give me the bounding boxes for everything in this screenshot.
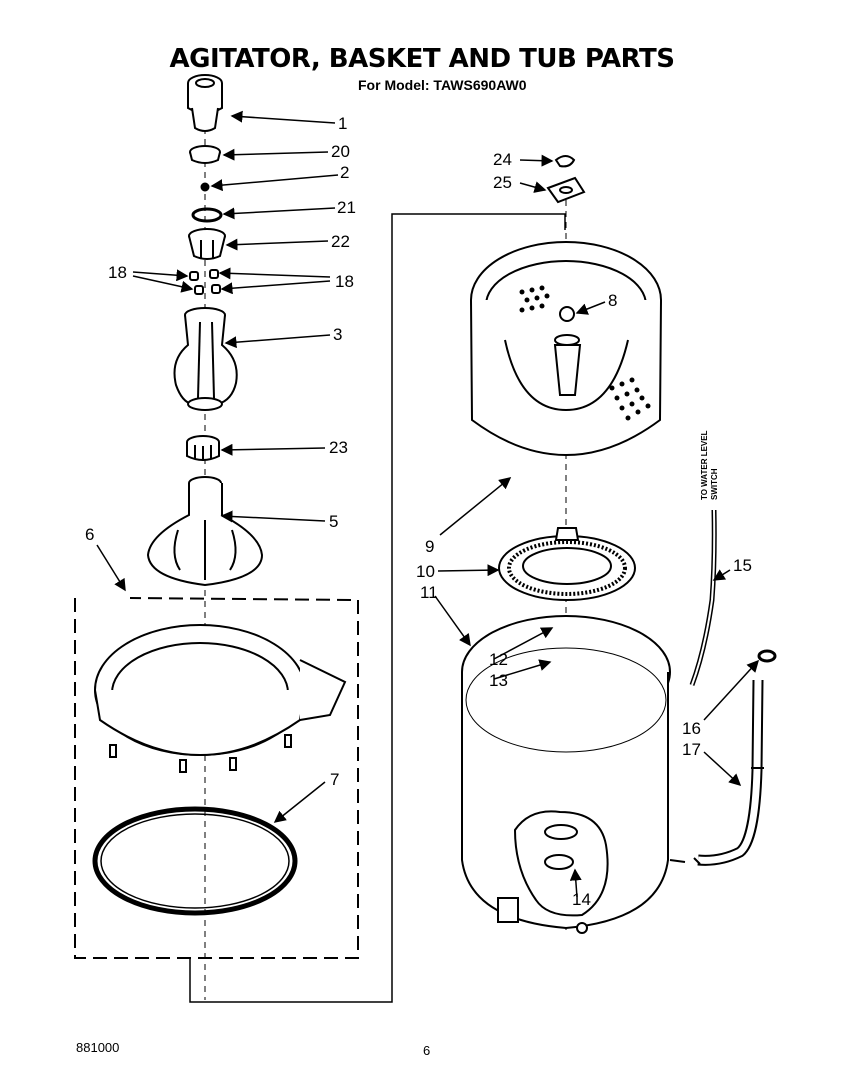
callout-2: 2 [340,163,349,182]
callout-1: 1 [338,114,347,133]
part-5-agitator-base [146,476,264,587]
callout-15: 15 [733,556,752,575]
callout-20: 20 [331,142,350,161]
part-20-cap [189,145,221,164]
basket-perforations [519,285,651,421]
callout-17: 17 [682,740,701,759]
part-17-hose-core [697,679,762,864]
callout-18-right: 18 [335,272,354,291]
assembly-connector-line [189,213,566,1003]
hose-fitting [669,857,701,865]
part-2-plug [200,182,210,192]
callout-7: 7 [330,770,339,789]
callout-21: 21 [337,198,356,217]
page-number: 6 [423,1043,431,1058]
callout-8: 8 [608,291,617,310]
page-title: AGITATOR, BASKET AND TUB PARTS [169,44,675,74]
callout-23: 23 [329,438,348,457]
part-21-ring [191,207,223,223]
part-18-dogs [189,269,221,295]
leader-arrows [96,110,760,898]
callout-11: 11 [420,583,438,602]
part-7-seal-ring [92,806,298,916]
callout-5: 5 [329,512,338,531]
part-1-softener-dispenser [187,74,223,132]
callout-24: 24 [493,150,512,169]
callout-12: 12 [489,650,508,669]
part-22-cam [188,228,226,260]
part-24-clip [554,155,576,168]
part-6-balance-ring [94,624,347,773]
part-16-hose-clamp [757,649,777,663]
part-6-assembly-box [74,597,359,959]
callout-25: 25 [493,173,512,192]
callout-3: 3 [333,325,342,344]
part-3-agitator-barrel [173,307,238,411]
callout-14: 14 [572,890,591,909]
callout-10: 10 [416,562,435,581]
footer-code: 881000 [76,1040,120,1055]
callout-22: 22 [331,232,350,251]
part-15-pressure-tube [689,509,717,686]
callout-18-left: 18 [108,263,127,282]
callout-6: 6 [85,525,94,544]
part-23-bushing [186,435,220,461]
callout-13: 13 [489,671,508,690]
callout-9: 9 [425,537,434,556]
part-11-outer-tub [461,615,671,934]
model-subtitle: For Model: TAWS690AW0 [358,77,527,93]
part-25-bracket [546,176,586,204]
callout-16: 16 [682,719,701,738]
part-15-tube-core [691,509,716,686]
part-10-drive-ring [498,527,636,601]
callout-labels: 1 20 2 21 22 18 18 3 23 5 6 7 24 25 8 9 … [85,114,752,909]
part-9-basket [470,241,662,456]
